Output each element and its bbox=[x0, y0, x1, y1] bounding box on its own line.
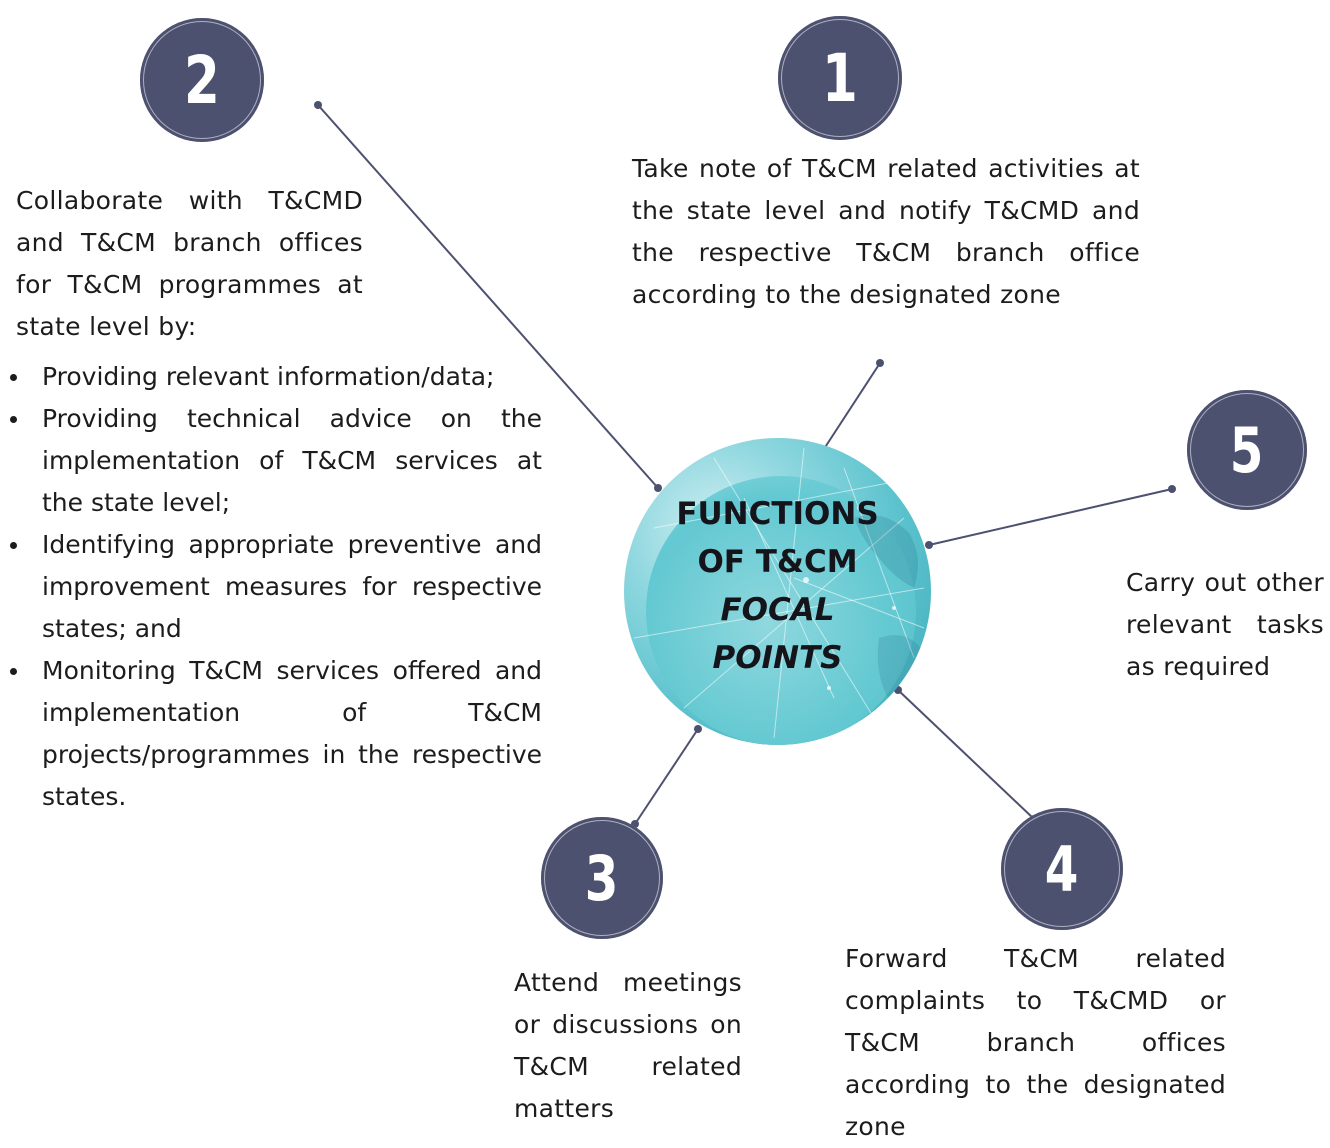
globe-graphic bbox=[624, 438, 931, 745]
function-5-text: Carry out other relevant tasks as requir… bbox=[1126, 568, 1324, 681]
number-badge-2-label: 2 bbox=[184, 41, 220, 119]
center-title: FUNCTIONS OF T&CM FOCAL POINTS bbox=[624, 490, 931, 682]
number-badge-2: 2 bbox=[140, 18, 264, 142]
function-2-text: Collaborate with T&CMD and T&CM branch o… bbox=[16, 186, 363, 341]
center-title-line1: FUNCTIONS bbox=[676, 496, 879, 532]
function-3-text: Attend meetings or discussions on T&CM r… bbox=[514, 968, 742, 1123]
number-badge-3-label: 3 bbox=[585, 841, 619, 915]
connector-2-end bbox=[654, 484, 662, 492]
function-2-bullet: Providing technical advice on the implem… bbox=[0, 398, 542, 524]
connector-3-end bbox=[694, 725, 702, 733]
number-badge-5: 5 bbox=[1187, 390, 1307, 510]
connector-2 bbox=[317, 104, 659, 489]
connector-5-end bbox=[925, 541, 933, 549]
number-badge-3: 3 bbox=[541, 817, 663, 939]
number-badge-5-label: 5 bbox=[1230, 413, 1264, 487]
function-2-bullet: Providing relevant information/data; bbox=[0, 356, 542, 398]
number-badge-1-label: 1 bbox=[822, 39, 858, 117]
connector-5-dot bbox=[1168, 485, 1176, 493]
connector-5 bbox=[928, 488, 1173, 546]
connector-2-dot bbox=[314, 101, 322, 109]
number-badge-4-label: 4 bbox=[1045, 832, 1079, 906]
center-title-line3: FOCAL bbox=[720, 592, 835, 628]
function-2-bullet: Identifying appropriate preventive and i… bbox=[0, 524, 542, 650]
connector-3 bbox=[634, 728, 699, 825]
number-badge-4: 4 bbox=[1001, 808, 1123, 930]
function-1-text: Take note of T&CM related activities at … bbox=[632, 154, 1140, 309]
function-4-text: Forward T&CM related complaints to T&CMD… bbox=[845, 944, 1226, 1141]
function-2-bullet: Monitoring T&CM services offered and imp… bbox=[0, 650, 542, 818]
center-title-line4: POINTS bbox=[712, 640, 843, 676]
number-badge-1: 1 bbox=[778, 16, 902, 140]
connector-1 bbox=[821, 362, 881, 453]
globe-network-lines bbox=[633, 447, 925, 739]
center-title-line2: OF T&CM bbox=[697, 544, 858, 580]
connector-1-dot bbox=[876, 359, 884, 367]
function-2-bullet-list: Providing relevant information/data; Pro… bbox=[0, 356, 542, 818]
connector-4 bbox=[897, 689, 1035, 820]
